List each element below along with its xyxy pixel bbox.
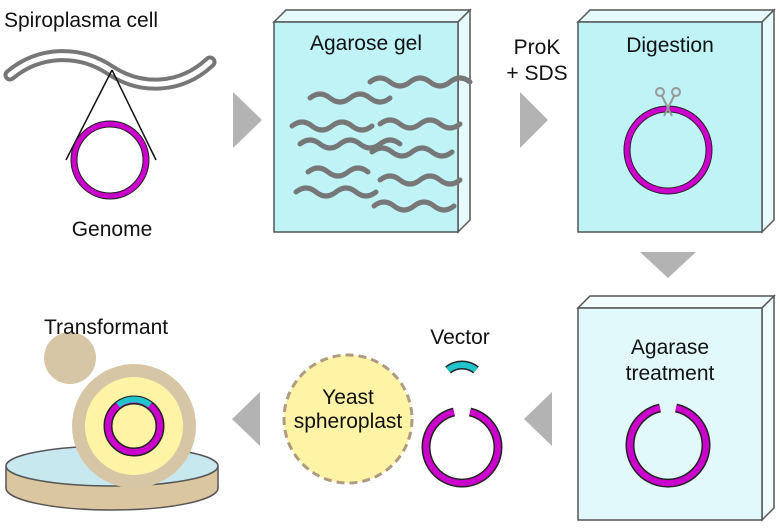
label-agarose-gel: Agarose gel xyxy=(309,32,423,55)
genome-ring xyxy=(71,121,149,199)
label-prok: ProK xyxy=(513,36,561,59)
arrow-right-1 xyxy=(233,92,262,148)
arrow-left-2 xyxy=(232,392,260,446)
scissors-icon xyxy=(655,87,681,117)
label-agarase-line1: Agarase xyxy=(630,336,710,359)
label-yeast-line1: Yeast xyxy=(322,386,374,409)
spiroplasma-cell xyxy=(3,49,217,91)
digestion-gel-block xyxy=(576,8,776,234)
gel-strands xyxy=(289,75,473,213)
label-sds: + SDS xyxy=(506,62,568,85)
linear-genome-ring xyxy=(421,407,503,488)
label-digestion: Digestion xyxy=(626,34,714,57)
arrow-left-1 xyxy=(524,392,552,446)
arrow-down xyxy=(640,252,696,278)
label-spiroplasma-cell: Spiroplasma cell xyxy=(4,9,159,32)
label-genome: Genome xyxy=(71,218,153,241)
yeast-bud xyxy=(44,332,96,384)
agarase-gel-block xyxy=(576,294,776,522)
agarase-broken-ring xyxy=(625,403,711,488)
label-yeast-line2: spheroplast xyxy=(293,410,403,433)
label-vector: Vector xyxy=(430,326,490,349)
transformant-vector-segment xyxy=(116,396,152,408)
arrow-right-2 xyxy=(520,92,548,148)
label-agarase-line2: treatment xyxy=(625,362,715,385)
transformant-cell xyxy=(85,377,183,475)
label-transformant: Transformant xyxy=(44,316,169,339)
yeast-spheroplast xyxy=(282,353,414,485)
